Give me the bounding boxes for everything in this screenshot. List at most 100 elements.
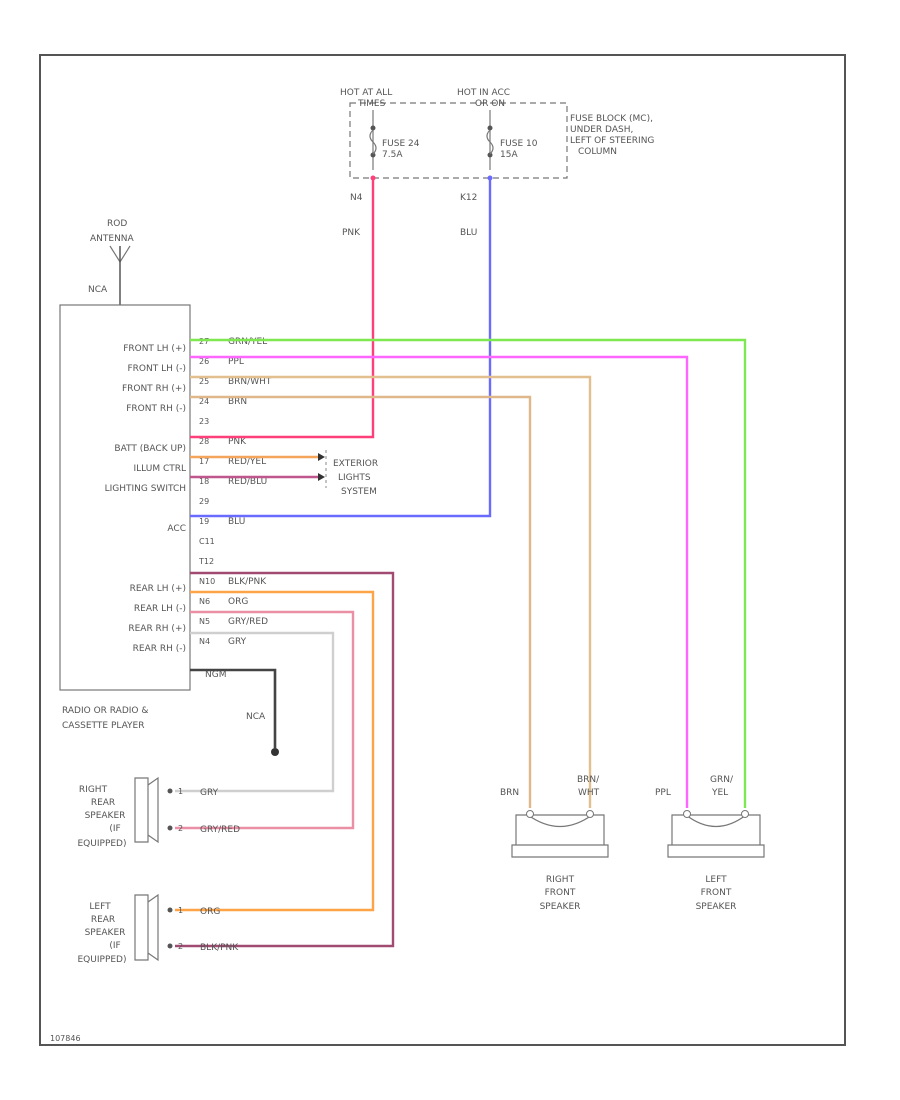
radio-pin-label: FRONT RH (-): [126, 404, 186, 414]
wire-label-pnk: PNK: [342, 228, 361, 238]
fuse24-amp: 7.5A: [382, 150, 403, 160]
radio-pin-label: BATT (BACK UP): [114, 444, 186, 454]
wire-gry-red: [175, 610, 355, 830]
radio-pin-label: REAR LH (-): [134, 604, 186, 614]
radio-pin-number: 28: [199, 437, 209, 446]
ground-wire-label: NGM: [205, 670, 226, 680]
lights-label-1: EXTERIOR: [333, 459, 378, 469]
right-front-wire-a: BRN: [500, 788, 519, 798]
wire-ground: [190, 668, 277, 748]
radio-pin-number: 18: [199, 477, 209, 486]
radio-pin-wire-color: BLK/PNK: [228, 577, 267, 587]
left-rear-speaker: LEFT REAR SPEAKER (IF EQUIPPED) 1 2 ORG …: [78, 893, 239, 965]
radio-pin-wire-color: GRN/YEL: [228, 337, 267, 347]
speaker-icon: [511, 814, 609, 858]
radio-pin-wire-color: GRY/RED: [228, 617, 268, 627]
radio-pin-wire-color: BRN/WHT: [228, 377, 272, 387]
radio-pin-wire-color: BRN: [228, 397, 247, 407]
right-rear-label-5: EQUIPPED): [78, 839, 127, 849]
hot-in-acc-sub: OR ON: [475, 99, 505, 109]
radio-pin-wire-color: ORG: [228, 597, 248, 607]
radio-pin-number: 25: [199, 377, 209, 386]
fuse-terminal-k12: [487, 175, 493, 181]
wire-blu: [190, 178, 492, 518]
fuse10-label: FUSE 10: [500, 139, 538, 149]
left-front-label-2: FRONT: [701, 888, 732, 898]
radio-pin-wire-color: BLU: [228, 517, 245, 527]
radio-pin-label: LIGHTING SWITCH: [105, 484, 186, 494]
right-rear-label-4: (IF: [109, 824, 120, 834]
right-rear-wire-1: GRY: [200, 788, 219, 798]
right-rear-label-2: REAR: [91, 798, 115, 808]
lights-label-2: LIGHTS: [338, 473, 371, 483]
fuse-pin-k12: K12: [460, 193, 477, 203]
radio-pin-number: 19: [199, 517, 209, 526]
fuse24-terminal-top: [370, 125, 376, 131]
wire-blk-pnk: [175, 571, 395, 948]
fuse10-symbol: [486, 129, 494, 155]
fuse-block-desc-2: UNDER DASH,: [570, 125, 633, 135]
arrow-icon-2: [318, 473, 325, 481]
fuse24-symbol: [369, 129, 377, 155]
left-front-wire-b1: GRN/: [710, 775, 734, 785]
radio-pin-wire-color: PPL: [228, 357, 244, 367]
left-rear-pin-1: 1: [178, 906, 183, 915]
ground-label: NCA: [246, 712, 266, 722]
radio-pin-wire-color: GRY: [228, 637, 247, 647]
right-rear-wire-2: GRY/RED: [200, 825, 240, 835]
antenna-label-1: ROD: [107, 219, 127, 229]
fuse-block-outline: [349, 102, 568, 179]
fuse24-label: FUSE 24: [382, 139, 420, 149]
antenna-label-2: ANTENNA: [90, 234, 135, 244]
lights-label-3: SYSTEM: [341, 487, 377, 497]
right-front-label-1: RIGHT: [546, 875, 575, 885]
wire-gry: [175, 631, 335, 793]
right-rear-pin-2: 2: [178, 824, 183, 833]
radio-pin-wire-color: PNK: [228, 437, 247, 447]
radio-pin-label: FRONT LH (-): [127, 364, 186, 374]
left-rear-label-4: (IF: [109, 941, 120, 951]
wire-label-blu: BLU: [460, 228, 477, 238]
right-rear-speaker: RIGHT REAR SPEAKER (IF EQUIPPED) 1 2 GRY…: [78, 776, 240, 849]
fuse-block-desc-3: LEFT OF STEERING: [570, 136, 654, 146]
fuse-block: HOT AT ALL TIMES HOT IN ACC OR ON FUSE 2…: [340, 88, 654, 238]
right-front-wire-b2: WHT: [578, 788, 600, 798]
fuse-block-desc-4: COLUMN: [578, 147, 617, 157]
fuse10-terminal-top: [487, 125, 493, 131]
wire-pnk: [190, 178, 375, 439]
arrow-icon-1: [318, 453, 325, 461]
right-front-label-2: FRONT: [545, 888, 576, 898]
wire-brn-wht: [190, 375, 592, 808]
fuse-block-desc-1: FUSE BLOCK (MC),: [570, 114, 653, 124]
radio-pin-number: 17: [199, 457, 209, 466]
hot-at-all-sub: TIMES: [357, 99, 386, 109]
radio-pin-number: 23: [199, 417, 209, 426]
left-front-wire-b2: YEL: [711, 788, 728, 798]
fuse-terminal-n4: [370, 175, 376, 181]
left-rear-label-2: REAR: [91, 915, 115, 925]
left-rear-pin-2: 2: [178, 942, 183, 951]
radio-pin-number: 26: [199, 357, 209, 366]
left-rear-label-1: LEFT: [89, 902, 111, 912]
hot-in-acc-label: HOT IN ACC: [457, 88, 510, 98]
right-front-speaker: BRN BRN/ WHT RIGHT FRONT SPEAKER: [500, 775, 609, 912]
fuse10-terminal-bottom: [487, 152, 493, 158]
left-front-label-1: LEFT: [705, 875, 727, 885]
wires: [175, 178, 747, 948]
wire-grn-yel: [190, 338, 747, 808]
radio-pin-label: ACC: [167, 524, 186, 534]
radio-name-1: RADIO OR RADIO &: [62, 706, 148, 716]
radio-pin-label: FRONT RH (+): [122, 384, 186, 394]
radio-pin-label: REAR RH (+): [128, 624, 186, 634]
wire-org: [175, 590, 375, 912]
radio-pin-number: C11: [199, 537, 215, 546]
right-rear-label-3: SPEAKER: [85, 811, 126, 821]
speaker-icon: [134, 893, 159, 962]
radio-name-2: CASSETTE PLAYER: [62, 721, 144, 731]
right-front-label-3: SPEAKER: [540, 902, 581, 912]
radio-pin-number: N5: [199, 617, 210, 626]
left-front-wire-a: PPL: [655, 788, 671, 798]
radio-pin-wire-color: RED/YEL: [228, 457, 266, 467]
